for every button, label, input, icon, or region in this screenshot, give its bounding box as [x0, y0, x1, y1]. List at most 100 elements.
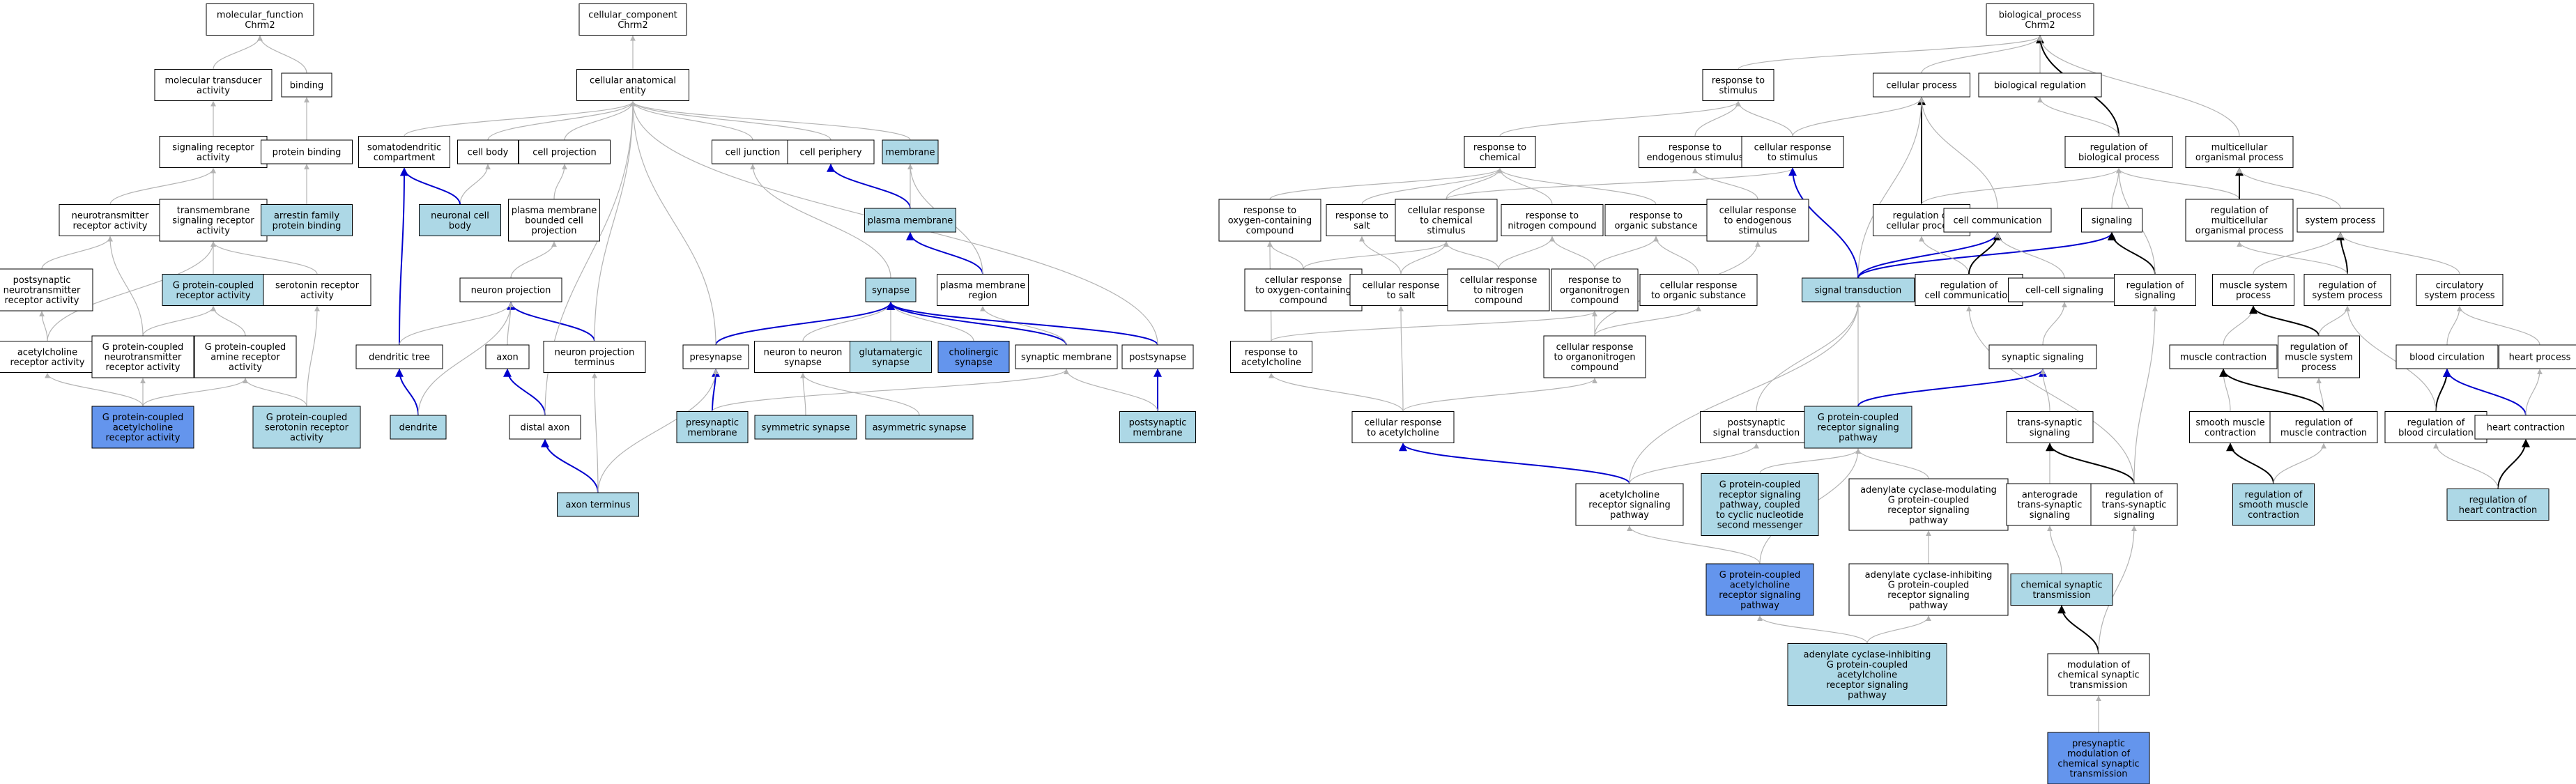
- node-box: [754, 415, 857, 440]
- node-label-line: Chrm2: [245, 20, 275, 31]
- node-postsynapse: postsynapse: [1121, 344, 1194, 369]
- edge-gray: [800, 372, 806, 416]
- node-label: cell periphery: [799, 148, 862, 158]
- edge-blue: [400, 167, 461, 205]
- node-label-line: anterograde: [2022, 490, 2078, 500]
- node-label: biological regulation: [1994, 81, 2086, 91]
- node-box: [1015, 344, 1118, 369]
- node-label-line: to oxygen-containing: [1255, 286, 1351, 296]
- node-label-line: pathway: [1839, 433, 1878, 443]
- node-label: cell communication: [1953, 216, 2041, 226]
- node-box: [2047, 653, 2150, 696]
- node-label-line: chemical: [1480, 153, 1520, 163]
- node-label-line: receptor signaling: [1887, 590, 1970, 601]
- node-label: neuron projection: [471, 286, 551, 296]
- node-distal-axon: distal axon: [509, 415, 581, 440]
- edge-gray: [1064, 369, 1158, 412]
- node-box: [2006, 483, 2094, 526]
- node-label-line: regulation of: [2295, 417, 2353, 428]
- node-label-line: response to: [1245, 347, 1298, 358]
- node-box: [1915, 274, 2023, 306]
- edge-gray: [1919, 236, 1970, 275]
- node-label-line: cellular_component: [588, 10, 677, 20]
- node-label-line: membrane: [885, 148, 935, 158]
- node-box: [1218, 199, 1321, 242]
- node-box: [864, 208, 956, 233]
- node-box: [1701, 473, 1819, 536]
- node-label-line: heart process: [2509, 353, 2571, 363]
- node-label-line: blood circulation: [2398, 428, 2474, 438]
- node-label-line: nitrogen compound: [1508, 221, 1596, 231]
- edge-gray: [1855, 448, 1929, 479]
- node-box: [194, 335, 297, 378]
- node-label-line: acetylcholine: [1241, 358, 1301, 368]
- node-box: [2303, 274, 2391, 306]
- node-label-line: heart contraction: [2487, 423, 2566, 433]
- node-box: [2269, 411, 2378, 443]
- node-label-line: transmission: [2069, 769, 2127, 779]
- node-box: [252, 406, 361, 449]
- node-box: [2446, 489, 2550, 521]
- node-box: [578, 3, 687, 36]
- node-label-line: response to: [1630, 210, 1682, 221]
- node-box: [419, 204, 501, 236]
- edge-gray: [459, 164, 491, 205]
- edge-gray: [213, 35, 263, 70]
- node-box: [519, 139, 611, 164]
- node-label-line: region: [968, 291, 997, 301]
- node-box: [2499, 344, 2576, 369]
- node-label-line: multicellular: [2211, 216, 2268, 226]
- edge-gray: [1692, 167, 1758, 200]
- node-label-line: adenylate cyclase-inhibiting: [1865, 570, 1993, 581]
- node-label-line: cellular response: [1719, 206, 1797, 216]
- edge-gray: [2316, 378, 2324, 412]
- node-box: [1986, 3, 2094, 36]
- node-label-line: receptor activity: [106, 362, 181, 373]
- edge-gray: [1271, 311, 1597, 342]
- node-label-line: transmission: [2069, 680, 2127, 691]
- edge-gray: [1735, 100, 1793, 137]
- node-box: [457, 139, 519, 164]
- edge-gray: [404, 100, 636, 137]
- node-label-line: oxygen-containing: [1228, 216, 1312, 226]
- node-label-line: receptor signaling: [1588, 500, 1671, 511]
- node-label-line: acetylcholine: [17, 347, 77, 358]
- node-box: [1873, 72, 1970, 98]
- node-binding: binding: [281, 72, 332, 98]
- node-label-line: acetylcholine: [1600, 490, 1659, 500]
- node-heart-contraction: heart contraction: [2474, 415, 2576, 440]
- edge-gray: [592, 372, 599, 493]
- node-label-line: neuron projection: [471, 286, 551, 296]
- node-plasma-membrane: plasma membrane: [864, 208, 956, 233]
- edge-gray: [243, 378, 307, 407]
- edge-gray: [1594, 305, 1701, 337]
